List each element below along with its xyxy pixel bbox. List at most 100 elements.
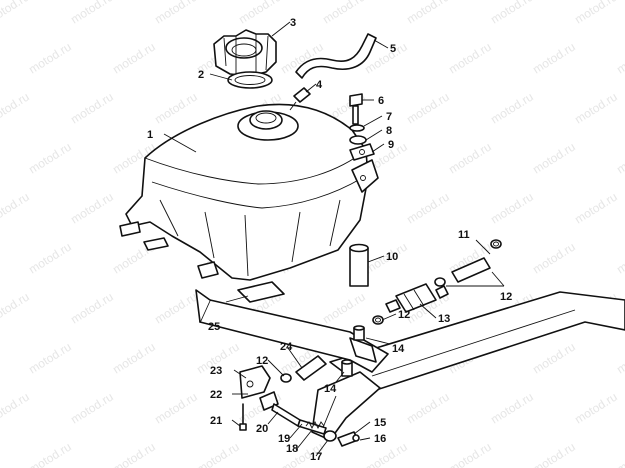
watermark-text: motod.ru [530,240,578,277]
watermark-text: motod.ru [152,90,200,127]
callout-17: 17 [310,451,322,463]
callout-14-pin: 14 [392,343,405,355]
callout-12-lower: 12 [256,355,268,367]
callout-12-hose: 12 [500,291,512,303]
callout-8: 8 [386,125,392,137]
watermark-text: motod.ru [0,90,32,127]
hose-24 [295,355,327,381]
frame-assembly [195,289,625,441]
knob-bolt [337,431,360,447]
valve-knob [323,430,337,442]
watermark-text: motod.ru [488,90,536,127]
watermark-text: motod.ru [26,440,74,468]
callout-9: 9 [388,139,394,151]
callout-2: 2 [198,69,204,81]
watermark-text: motod.ru [0,0,32,27]
callout-10: 10 [386,251,398,263]
watermark-text: motod.ru [614,240,625,277]
hose-clamp-filter [372,315,384,325]
watermark-text: motod.ru [152,0,200,27]
callout-18: 18 [286,443,298,455]
watermark-text: motod.ru [68,0,116,27]
watermark-text: motod.ru [404,90,452,127]
watermark-text: motod.ru [446,140,494,177]
mount-spacer [349,243,369,287]
watermark-text: motod.ru [488,390,536,427]
bolt-washer-small [349,124,365,132]
callout-19: 19 [278,433,290,445]
hose-clamps [434,239,502,287]
watermark-text: motod.ru [614,40,625,77]
callout-labels: 1 2 3 4 5 6 7 8 9 10 11 12 12 12 13 14 1… [147,17,512,463]
watermark-text: motod.ru [110,440,158,468]
watermark-text: motod.ru [194,440,242,468]
watermark-text: motod.ru [236,0,284,27]
watermark-text: motod.ru [446,440,494,468]
callout-12-filter: 12 [398,309,410,321]
watermark-text: motod.ru [572,390,620,427]
watermark-text: motod.ru [26,240,74,277]
callout-11: 11 [458,229,470,241]
callout-4: 4 [316,79,323,91]
callout-7: 7 [386,111,392,123]
watermark-text: motod.ru [530,40,578,77]
watermark-text: motod.ru [110,340,158,377]
spacer-14 [341,359,353,377]
watermark-text: motod.ru [614,140,625,177]
watermark-text: motod.ru [404,390,452,427]
watermark-text: motod.ru [0,190,32,227]
watermark-text: motod.ru [26,140,74,177]
fuel-tank [119,103,379,281]
callout-16: 16 [374,433,386,445]
callout-15: 15 [374,417,386,429]
vent-hose [295,33,377,79]
watermark-text: motod.ru [488,0,536,27]
tank-pad [143,237,285,303]
watermark-text: motod.ru [614,440,625,468]
watermark-text: motod.ru [530,340,578,377]
watermark-text: motod.ru [68,290,116,327]
watermark-text: motod.ru [320,290,368,327]
watermark-text: motod.ru [614,340,625,377]
fuel-cap [213,29,277,77]
callout-1: 1 [147,129,153,141]
clamp-left [280,373,292,383]
watermark-text: motod.ru [152,290,200,327]
tank-bolt [349,93,363,125]
watermark-text: motod.ru [0,290,32,327]
watermark-text: motod.ru [152,390,200,427]
watermark-text: motod.ru [488,190,536,227]
callout-23: 23 [210,365,222,377]
callout-13: 13 [438,313,450,325]
callout-22: 22 [210,389,222,401]
callout-3: 3 [290,17,296,29]
watermark-text: motod.ru [572,190,620,227]
watermark-text: motod.ru [404,0,452,27]
callout-14-spacer: 14 [324,383,337,395]
fuel-valve [239,365,279,411]
callout-6: 6 [378,95,384,107]
valve-spring [305,420,325,430]
watermark-text: motod.ru [404,190,452,227]
watermark-text: motod.ru [530,440,578,468]
bolt-grommet [349,135,367,145]
watermark-text: motod.ru [26,340,74,377]
leader-lines [163,21,505,457]
callout-20: 20 [256,423,268,435]
callout-5: 5 [390,43,396,55]
cap-gasket [227,71,273,89]
watermark-text: motod.ru [530,140,578,177]
watermark-text: motod.ru [572,90,620,127]
bolt-washer-large [349,143,375,161]
callout-24: 24 [280,341,293,353]
watermark-text: motod.ru [572,0,620,27]
callout-21: 21 [210,415,222,427]
watermark-text: motod.ru [68,90,116,127]
fuel-hose [451,257,491,283]
watermark-text: motod.ru [26,40,74,77]
watermark-text: motod.ru [446,40,494,77]
watermark-text: motod.ru [68,190,116,227]
callout-25: 25 [208,321,220,333]
